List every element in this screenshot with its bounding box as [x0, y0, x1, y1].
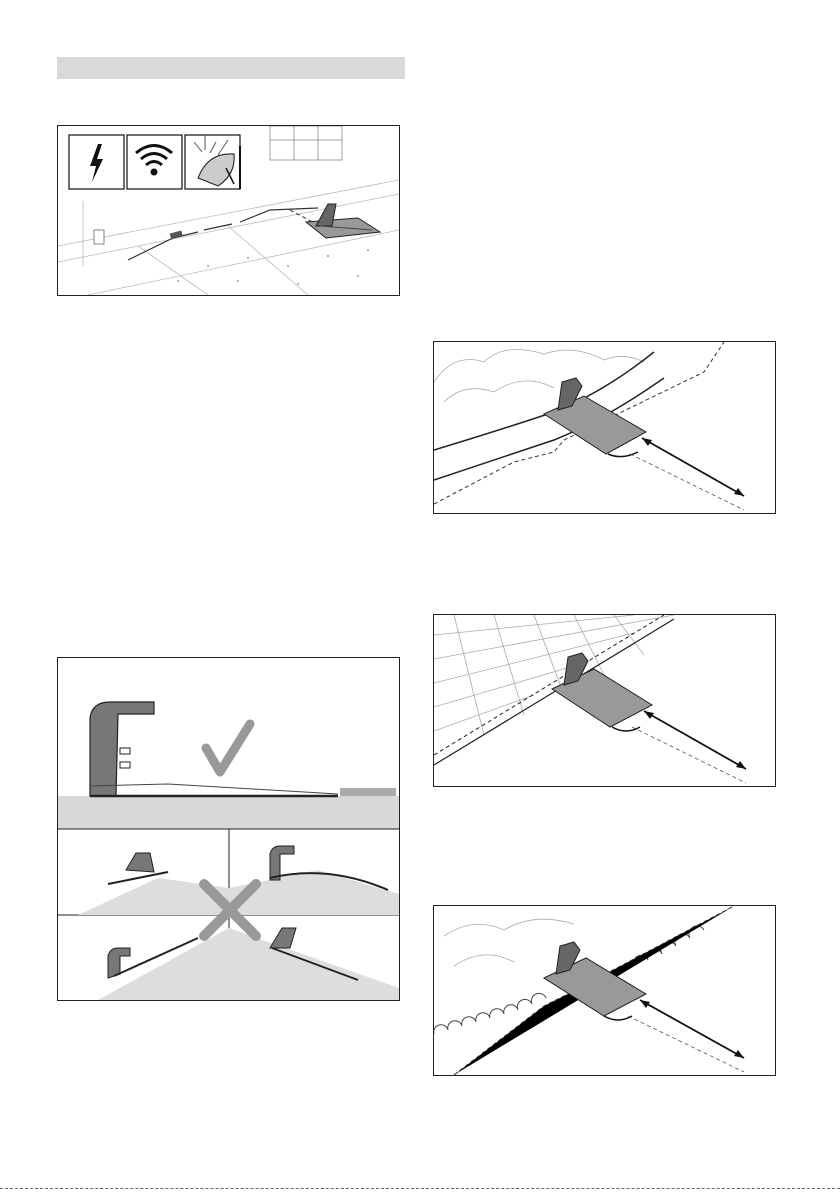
- installation-requirements-figure: [57, 125, 400, 296]
- installation-scene: [58, 126, 399, 295]
- grass-edge-strip: [340, 788, 396, 796]
- slope-panel-uphill: [98, 928, 229, 1000]
- level-ground-check-figure: [57, 657, 400, 1001]
- level-ground-scene: [58, 658, 399, 1000]
- ground-band: [58, 796, 399, 829]
- bushes: [434, 350, 644, 403]
- paving-edge: [434, 619, 674, 765]
- power-icon: [69, 135, 124, 189]
- section-header-bar: [57, 57, 405, 79]
- paving-scene: [434, 615, 775, 786]
- station-beside-flower-bed-figure: [433, 905, 776, 1076]
- angle-arrow: [604, 1016, 632, 1020]
- weather-shelter-icon: [185, 135, 240, 189]
- station-side-profile: [90, 702, 338, 796]
- edging-scene: [434, 342, 775, 513]
- check-mark-icon: [206, 724, 250, 772]
- flower-bed-scene: [434, 906, 775, 1075]
- guide-dashed: [628, 1016, 744, 1072]
- guide-dashed: [630, 454, 744, 510]
- station-beside-paving-figure: [433, 614, 776, 787]
- wifi-icon: [127, 135, 182, 189]
- station-beside-lawn-edging-figure: [433, 341, 776, 514]
- wall-socket: [94, 230, 104, 244]
- charging-station: [306, 204, 380, 238]
- grass-marks: [177, 249, 369, 285]
- guide-dashed: [632, 727, 746, 783]
- paving-tiles: [434, 615, 674, 735]
- window-outline: [270, 126, 342, 160]
- charging-station: [552, 653, 652, 727]
- angle-arrow: [612, 727, 640, 731]
- charging-station: [544, 378, 646, 454]
- floor-grid: [58, 180, 399, 295]
- page-footer-dash: [0, 1188, 840, 1189]
- flower-bed-plants: [444, 919, 574, 966]
